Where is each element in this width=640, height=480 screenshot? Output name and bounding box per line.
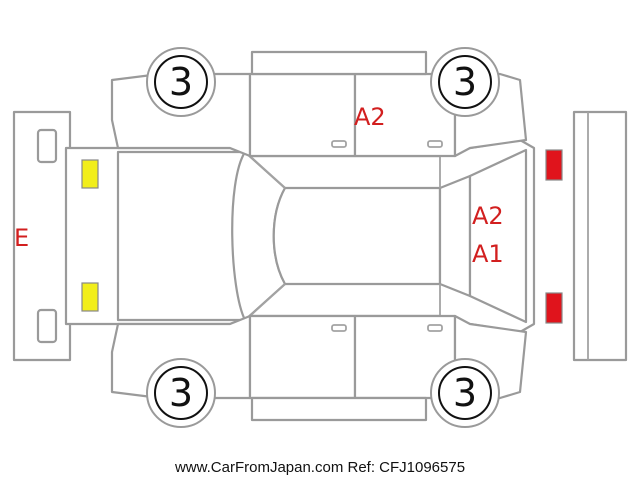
right-side-panels: [110, 314, 528, 422]
tire-rear-left: 3: [430, 47, 500, 117]
vehicle-body: [64, 138, 536, 334]
left-running-board: [250, 50, 428, 76]
right-rear-handle: [427, 324, 443, 332]
taillight-bottom: [545, 292, 563, 324]
left-front-handle: [331, 140, 347, 148]
tire-front-right: 3: [146, 358, 216, 428]
tire-rear-right-label: 3: [453, 371, 477, 415]
tire-front-right-label: 3: [169, 371, 193, 415]
taillight-top: [545, 149, 563, 181]
right-front-handle: [331, 324, 347, 332]
rear-bumper: [572, 110, 628, 362]
right-running-board: [250, 396, 428, 422]
tire-front-left: 3: [146, 47, 216, 117]
damage-code-left-door: A2: [354, 103, 386, 131]
damage-code-rear-hatch-top: A2: [472, 202, 504, 230]
headlight-bottom: [81, 282, 99, 312]
front-bumper-slot-bottom: [36, 308, 58, 344]
left-front-door: [248, 72, 357, 158]
tire-rear-left-label: 3: [453, 60, 477, 104]
rear-window: [438, 174, 472, 298]
footer-reference: www.CarFromJapan.com Ref: CFJ1096575: [174, 459, 465, 476]
roof: [272, 186, 442, 286]
left-rear-handle: [427, 140, 443, 148]
rear-hatch: [468, 148, 528, 324]
tire-front-left-label: 3: [169, 60, 193, 104]
tire-rear-right: 3: [430, 358, 500, 428]
right-front-door: [248, 314, 357, 400]
damage-code-front-bumper: E: [14, 224, 29, 252]
front-bumper: [12, 110, 72, 362]
damage-code-rear-hatch-bottom: A1: [472, 240, 504, 268]
front-bumper-slot-top: [36, 128, 58, 164]
headlight-top: [81, 159, 99, 189]
